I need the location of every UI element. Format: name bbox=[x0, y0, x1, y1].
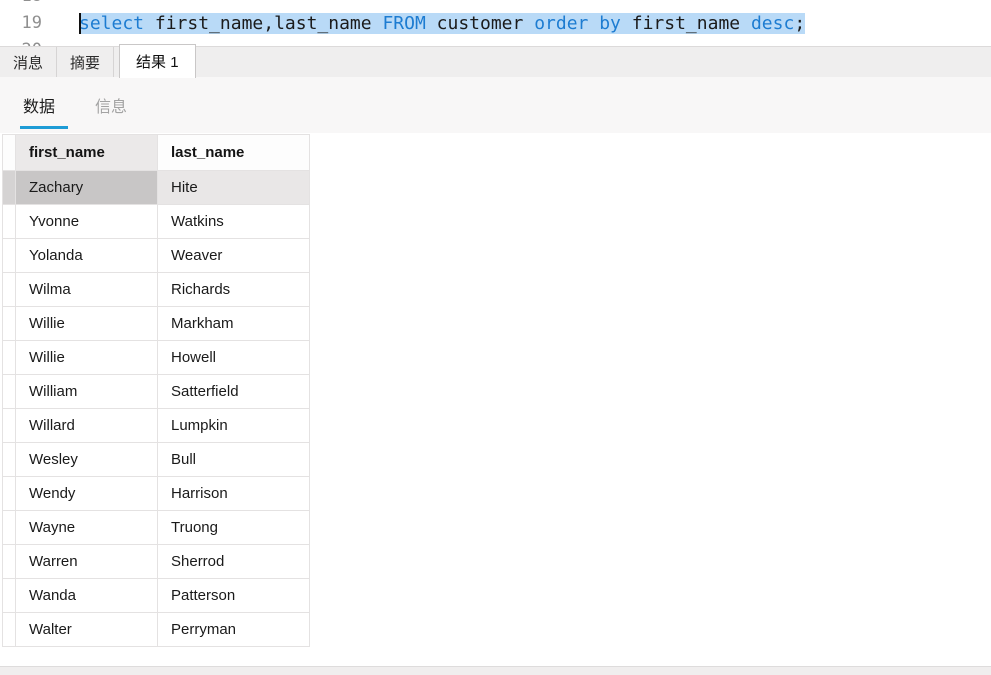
result-tab-0[interactable]: 消息 bbox=[0, 47, 58, 77]
cell-first_name[interactable]: Wesley bbox=[15, 442, 158, 477]
result-tab-1[interactable]: 摘要 bbox=[57, 47, 115, 77]
cell-last_name[interactable]: Hite bbox=[157, 170, 310, 205]
cell-first_name[interactable]: Willard bbox=[15, 408, 158, 443]
cell-first_name[interactable]: Yolanda bbox=[15, 238, 158, 273]
text-cursor bbox=[79, 12, 81, 34]
cell-last_name[interactable]: Truong bbox=[157, 510, 310, 545]
row-selector[interactable] bbox=[2, 340, 16, 375]
cell-last_name[interactable]: Harrison bbox=[157, 476, 310, 511]
result-tab-2[interactable]: 结果 1 bbox=[119, 44, 196, 78]
row-selector[interactable] bbox=[2, 204, 16, 239]
sql-token: FROM bbox=[382, 13, 426, 34]
sql-code-text: select first_name,last_name FROM custome… bbox=[79, 12, 806, 34]
sql-editor-line[interactable]: 20 bbox=[0, 37, 991, 46]
sql-token: desc bbox=[750, 13, 795, 34]
grid-corner-cell[interactable] bbox=[2, 134, 16, 171]
cell-first_name[interactable]: Wilma bbox=[15, 272, 158, 307]
sql-editor-line[interactable]: 19 select first_name,last_name FROM custo… bbox=[0, 10, 991, 37]
line-number: 19 bbox=[21, 13, 42, 33]
cell-last_name[interactable]: Howell bbox=[157, 340, 310, 375]
sql-token: order bbox=[534, 13, 589, 34]
sql-token: select bbox=[79, 13, 145, 34]
result-tab-bar: 消息摘要结果 1 bbox=[0, 44, 991, 78]
cell-last_name[interactable]: Weaver bbox=[157, 238, 310, 273]
sql-token: by bbox=[599, 13, 621, 34]
view-tab-0[interactable]: 数据 bbox=[19, 93, 69, 129]
cell-first_name[interactable]: Wanda bbox=[15, 578, 158, 613]
row-selector[interactable] bbox=[2, 408, 16, 443]
row-selector[interactable] bbox=[2, 442, 16, 477]
cell-last_name[interactable]: Patterson bbox=[157, 578, 310, 613]
column-header-first_name[interactable]: first_name bbox=[15, 134, 158, 171]
view-tab-bar: 数据 信息 bbox=[0, 77, 991, 133]
cell-last_name[interactable]: Perryman bbox=[157, 612, 310, 647]
cell-first_name[interactable]: William bbox=[15, 374, 158, 409]
line-number: 18 bbox=[0, 0, 42, 10]
line-number: 20 bbox=[0, 37, 42, 46]
row-selector[interactable] bbox=[2, 306, 16, 341]
cell-last_name[interactable]: Sherrod bbox=[157, 544, 310, 579]
cell-first_name[interactable]: Willie bbox=[15, 306, 158, 341]
row-selector[interactable] bbox=[2, 544, 16, 579]
cell-last_name[interactable]: Satterfield bbox=[157, 374, 310, 409]
row-selector[interactable] bbox=[2, 612, 16, 647]
cell-first_name[interactable]: Walter bbox=[15, 612, 158, 647]
cell-last_name[interactable]: Lumpkin bbox=[157, 408, 310, 443]
row-selector[interactable] bbox=[2, 238, 16, 273]
cell-last_name[interactable]: Markham bbox=[157, 306, 310, 341]
row-selector[interactable] bbox=[2, 374, 16, 409]
row-selector[interactable] bbox=[2, 510, 16, 545]
cell-first_name[interactable]: Wayne bbox=[15, 510, 158, 545]
sql-token: first_name,last_name bbox=[144, 13, 383, 34]
cell-first_name[interactable]: Wendy bbox=[15, 476, 158, 511]
column-header-last_name[interactable]: last_name bbox=[157, 134, 310, 171]
sql-token bbox=[588, 13, 599, 34]
cell-first_name[interactable]: Yvonne bbox=[15, 204, 158, 239]
sql-token: customer bbox=[425, 13, 535, 34]
row-selector[interactable] bbox=[2, 578, 16, 613]
cell-first_name[interactable]: Willie bbox=[15, 340, 158, 375]
cell-first_name[interactable]: Zachary bbox=[15, 170, 158, 205]
row-selector[interactable] bbox=[2, 476, 16, 511]
sql-token: first_name bbox=[620, 13, 751, 34]
cell-first_name[interactable]: Warren bbox=[15, 544, 158, 579]
view-tab-1[interactable]: 信息 bbox=[95, 99, 128, 116]
cell-last_name[interactable]: Watkins bbox=[157, 204, 310, 239]
cell-last_name[interactable]: Bull bbox=[157, 442, 310, 477]
cell-last_name[interactable]: Richards bbox=[157, 272, 310, 307]
row-selector[interactable] bbox=[2, 170, 16, 205]
horizontal-scrollbar[interactable] bbox=[0, 666, 991, 675]
sql-editor-lines: 18 19 select first_name,last_name FROM cus… bbox=[0, 0, 991, 46]
row-selector[interactable] bbox=[2, 272, 16, 307]
sql-editor[interactable]: 18 19 select first_name,last_name FROM cus… bbox=[0, 0, 991, 46]
sql-editor-line[interactable]: 18 bbox=[0, 0, 991, 10]
sql-token: ; bbox=[794, 13, 806, 34]
